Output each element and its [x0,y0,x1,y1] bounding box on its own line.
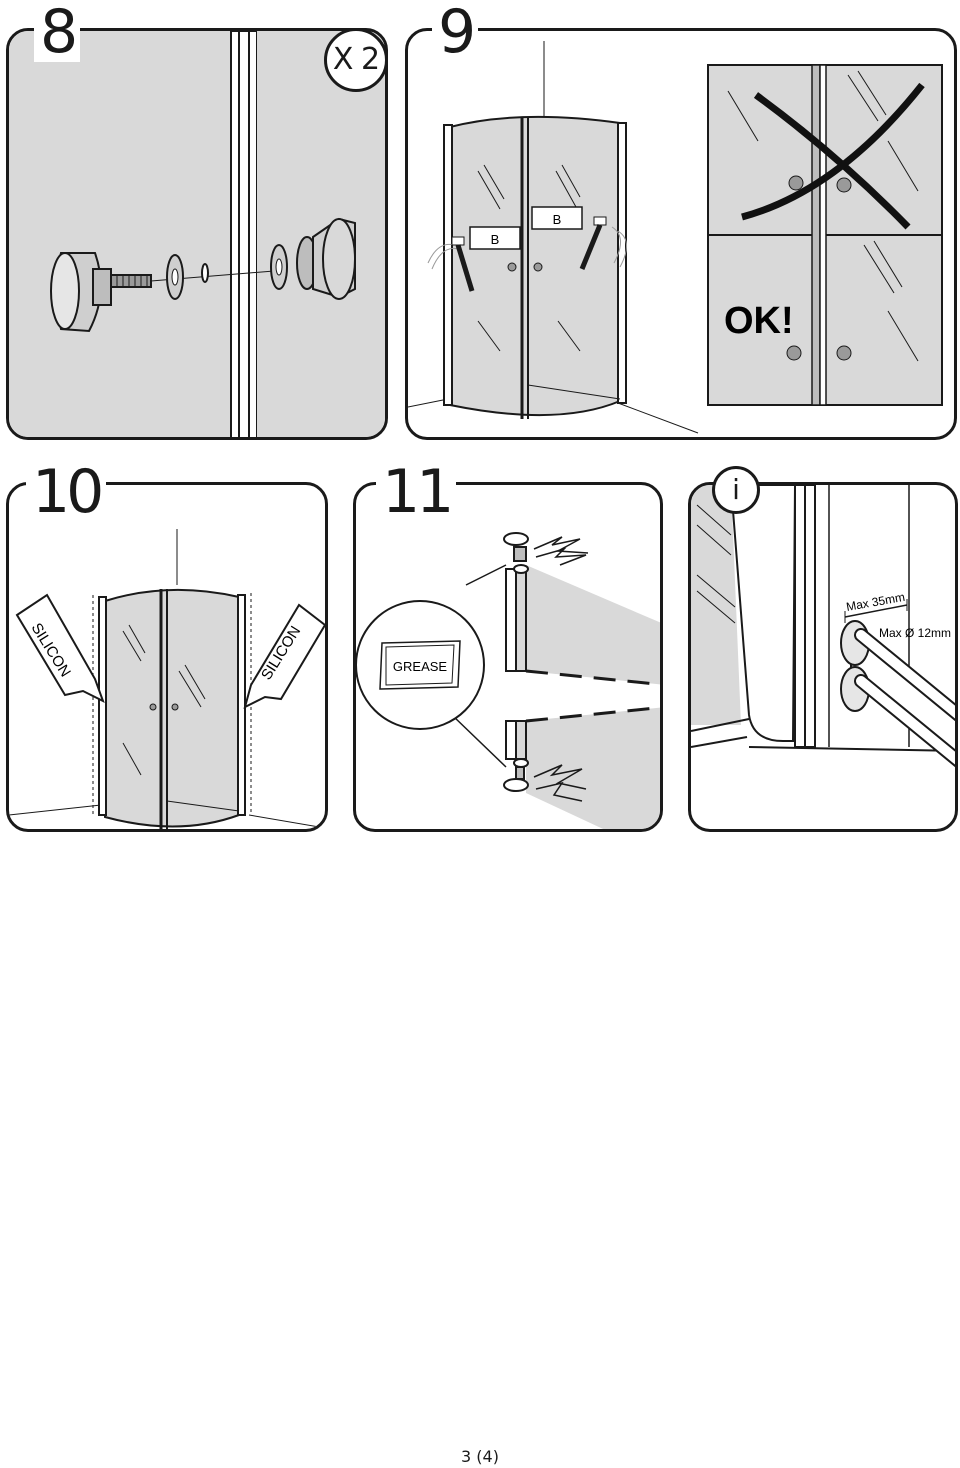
hole-icon [201,263,209,283]
step-10-illustration: SILICON SILICON [9,529,325,829]
hinge-pin-top-icon [503,532,529,672]
label-b-left-box [469,226,521,250]
max-diameter-label: Max Ø 12mm [879,626,951,640]
shower-enclosure-icon [443,115,627,419]
hammer-left-icon [427,236,475,292]
label-b-right: B [553,212,562,227]
step-8-number: 8 [34,2,81,62]
step-9-illustration: B B [408,41,943,434]
quantity-badge: X 2 [324,28,388,92]
step-8-panel [6,28,388,440]
hinge-pin-bottom-icon [503,720,529,792]
knob-right-icon [296,217,356,300]
washer-right-icon [270,244,288,290]
cross-icon [753,92,911,230]
shower-enclosure-icon [92,588,252,829]
washer-icon [166,254,184,300]
label-b-left: B [491,232,500,247]
step-11-panel: GREASE [353,482,663,832]
page-number: 3 (4) [461,1447,499,1466]
door-frame [230,31,258,437]
step-11-number: 11 [376,462,457,522]
grease-sachet-icon [379,640,461,690]
step-9-panel: B B [405,28,957,440]
knob-left-icon [50,252,112,333]
step-9-number: 9 [432,2,479,62]
info-panel: Max 35mm Max Ø 12mm [688,482,958,832]
impact-lines-bottom-icon [533,764,587,802]
step-8-illustration [9,31,385,437]
step-11-illustration: GREASE [356,532,660,829]
silicone-tube-left-icon [15,593,105,704]
step-10-number: 10 [26,462,107,522]
door-profile-icon [729,485,910,748]
silicone-tube-right-icon [243,603,325,709]
comparison-box [707,64,943,406]
info-illustration: Max 35mm Max Ø 12mm [691,485,955,768]
label-b-right-box [531,206,583,230]
step-10-panel: SILICON SILICON [6,482,328,832]
info-icon: i [712,466,760,514]
ok-label: OK! [724,300,794,342]
dimension-line [844,604,908,618]
towel-bar-icon [840,620,955,768]
glass-panel-left [9,31,231,437]
grease-label: GREASE [393,659,448,674]
hammer-right-icon [579,216,627,270]
screw-icon [110,274,152,288]
impact-lines-top-icon [533,536,589,566]
